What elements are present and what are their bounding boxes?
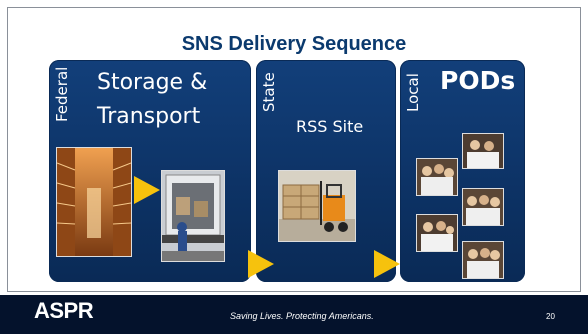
pod-photo-4 xyxy=(416,214,458,252)
truck-loading-photo xyxy=(161,170,225,262)
federal-heading-line2: Transport xyxy=(97,104,201,129)
state-panel: State RSS Site xyxy=(256,60,396,282)
pod-photo-5 xyxy=(462,241,504,279)
pod-photo-1 xyxy=(416,158,458,196)
arrow-state-to-local xyxy=(374,250,400,278)
warehouse-shelves-photo xyxy=(56,147,132,257)
warehouse-image xyxy=(57,148,131,256)
federal-label: Federal xyxy=(53,66,71,122)
page-number: 20 xyxy=(546,312,555,321)
forklift-image xyxy=(279,171,355,241)
local-panel: Local PODs xyxy=(400,60,525,282)
slide-title: SNS Delivery Sequence xyxy=(181,33,407,55)
rss-site-heading: RSS Site xyxy=(296,117,364,136)
local-label: Local xyxy=(404,73,422,112)
pod-photo-3 xyxy=(462,188,504,226)
arrow-warehouse-to-truck xyxy=(134,176,160,204)
federal-heading-line1: Storage & xyxy=(97,70,208,95)
federal-panel: Federal Storage & Transport xyxy=(49,60,251,282)
slide-frame xyxy=(7,7,581,292)
arrow-federal-to-state xyxy=(248,250,274,278)
pods-heading: PODs xyxy=(440,66,516,95)
footer-bar xyxy=(0,295,588,334)
truck-image xyxy=(162,171,224,261)
footer-tagline: Saving Lives. Protecting Americans. xyxy=(230,311,374,321)
pod-photo-2 xyxy=(462,133,504,169)
aspr-logo: ASPR xyxy=(34,298,94,323)
forklift-pallets-photo xyxy=(278,170,356,242)
state-label: State xyxy=(260,72,278,112)
